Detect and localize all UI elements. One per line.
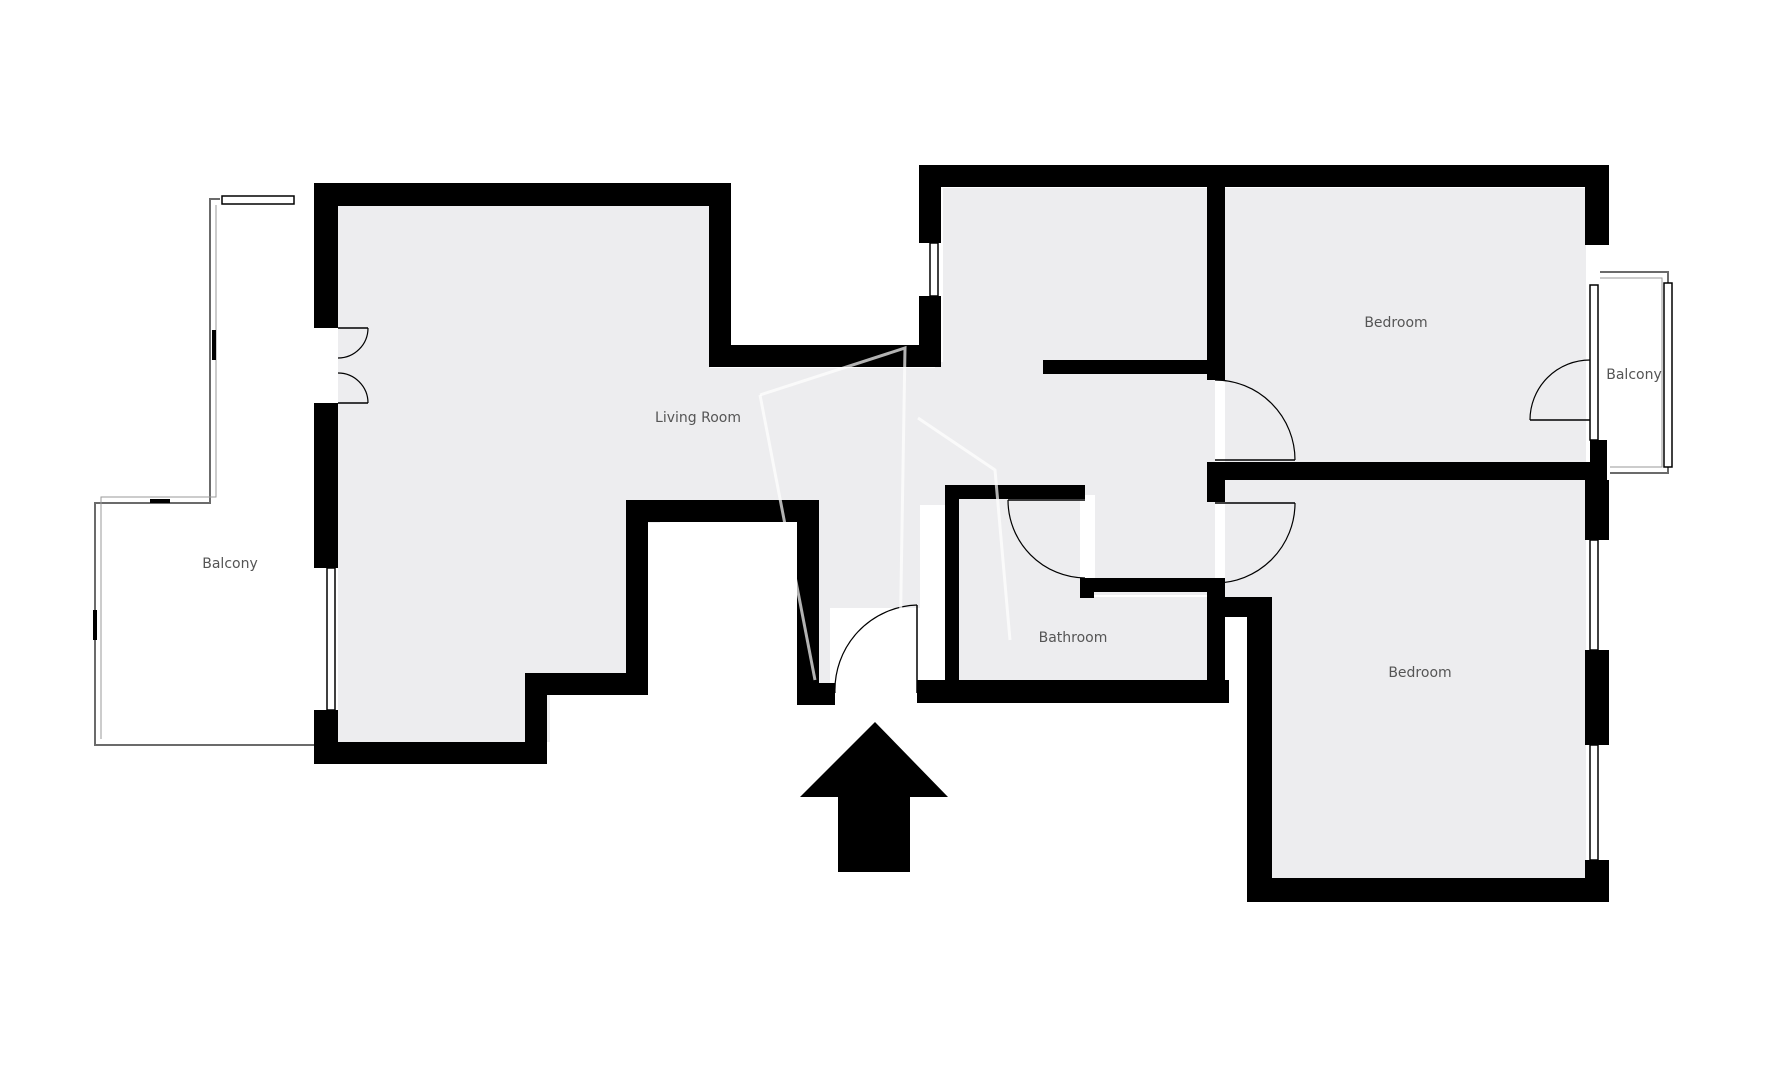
watermark-text: ART (842, 659, 907, 699)
room-label-living-room: Living Room (655, 410, 741, 426)
room-label-balcony-left: Balcony (202, 556, 258, 572)
room-label-bedroom-upper: Bedroom (1364, 315, 1427, 331)
watermark: ART (758, 345, 1012, 699)
room-label-balcony-right: Balcony (1606, 367, 1662, 383)
doors (337, 327, 1591, 694)
floor-areas (338, 188, 1668, 878)
entrance-arrow-icon (800, 722, 948, 872)
room-label-bathroom: Bathroom (1039, 630, 1108, 646)
walls (314, 165, 1609, 902)
balcony-left (93, 195, 330, 746)
windows (326, 242, 1673, 861)
room-label-bedroom-lower: Bedroom (1388, 665, 1451, 681)
